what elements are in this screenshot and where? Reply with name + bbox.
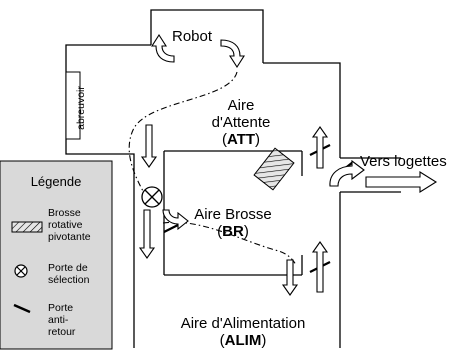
building-walls <box>65 9 401 348</box>
robot-label: Robot <box>172 28 213 45</box>
att-code: ATT <box>226 130 256 148</box>
br-code-line: (BR) <box>217 222 249 240</box>
arrow-down-icon <box>281 259 299 296</box>
legend-gate-icon <box>14 264 28 278</box>
arrow-curve-down-icon <box>220 39 246 69</box>
flow-arrows <box>138 33 438 296</box>
arrow-right-icon <box>365 171 438 193</box>
abreuvoir-label: abreuvoir <box>75 86 87 130</box>
alim-code: ALIM <box>224 331 262 349</box>
legend-antiback-text: Porte anti- retour <box>48 302 75 338</box>
legend-title: Légende <box>30 174 82 189</box>
legend-brush-icon <box>11 221 43 233</box>
legend-brush-line2: rotative <box>48 219 83 232</box>
legend-antiback-line3: retour <box>48 326 76 339</box>
br-line1: Aire Brosse <box>194 206 272 223</box>
alim-label: Aire d'Alimentation (ALIM) <box>168 315 318 350</box>
att-label: Aire d'Attente (ATT) <box>203 97 279 148</box>
cow-path <box>128 71 297 266</box>
att-code-line: (ATT) <box>221 130 261 148</box>
br-code: BR <box>222 222 244 240</box>
selection-gate-icon <box>141 186 163 208</box>
arrow-up-icon <box>311 126 329 169</box>
arrow-down-icon <box>140 124 158 168</box>
brush-icon <box>253 147 295 191</box>
alim-code-line: (ALIM) <box>219 331 267 349</box>
legend-brush-line1: Brosse <box>48 207 81 219</box>
legend-antiback-line2: anti- <box>48 314 69 327</box>
att-line1: Aire <box>227 97 255 114</box>
br-label: Aire Brosse (BR) <box>188 206 278 241</box>
legend-gate-text: Porte de sélection <box>48 262 89 286</box>
arrow-curve-right-icon <box>329 159 365 187</box>
legend-antiback-line1: Porte <box>48 302 74 314</box>
arrow-down-icon <box>138 209 156 259</box>
arrow-up-icon <box>311 241 329 293</box>
legend-brush-line3: pivotante <box>48 231 91 244</box>
arrow-curve-up-icon <box>150 33 175 63</box>
legend-gate-line2: sélection <box>48 274 90 287</box>
arrow-curve-right-icon <box>162 209 189 231</box>
att-line2: d'Attente <box>211 113 271 131</box>
alim-line1: Aire d'Alimentation <box>180 315 306 332</box>
abreuvoir-box <box>65 71 81 140</box>
legend-brush-text: Brosse rotative pivotante <box>48 207 91 243</box>
legend-gate-line1: Porte de <box>48 262 88 274</box>
legend-antiback-icon <box>13 303 31 314</box>
legend-box <box>0 160 113 350</box>
exit-label: Vers logettes <box>360 153 447 170</box>
